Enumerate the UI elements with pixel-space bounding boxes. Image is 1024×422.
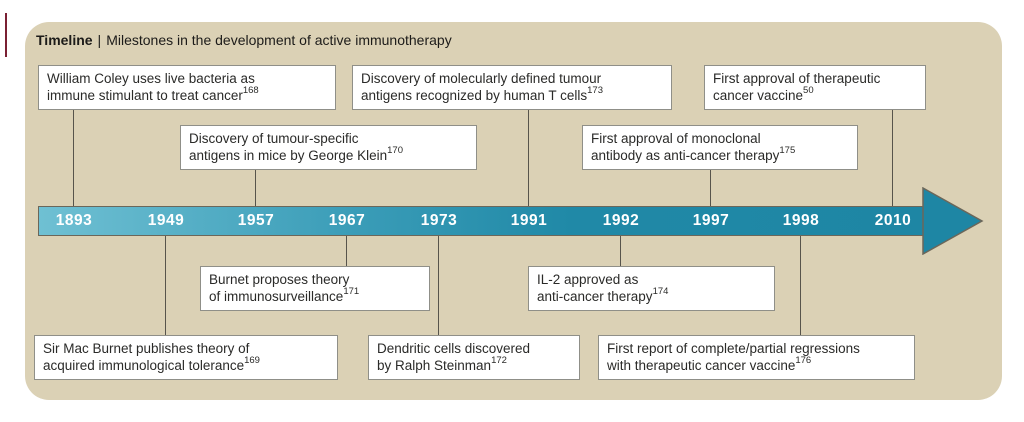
event-box-1998: First report of complete/partial regress…: [598, 335, 915, 380]
event-box-1992: IL-2 approved as anti-cancer therapy174: [528, 266, 775, 311]
connector-1893: [73, 110, 74, 206]
year-label-1998: 1998: [782, 212, 820, 229]
event-line: cancer vaccine: [713, 87, 804, 103]
event-box-1949: Sir Mac Burnet publishes theory of acqui…: [34, 335, 338, 380]
connector-1998: [800, 236, 801, 335]
reference-number: 169: [244, 355, 260, 366]
event-line: immune stimulant to treat cancer: [47, 87, 243, 103]
event-line: antigens in mice by George Klein: [189, 147, 388, 163]
connector-1967: [346, 236, 347, 266]
event-box-1997: First approval of monoclonal antibody as…: [582, 125, 858, 170]
event-line: William Coley uses live bacteria as: [47, 71, 255, 86]
event-line: anti-cancer therapy: [537, 288, 653, 304]
connector-1992: [620, 236, 621, 266]
event-line: by Ralph Steinman: [377, 357, 492, 373]
connector-2010: [892, 110, 893, 206]
event-line: acquired immunological tolerance: [43, 357, 245, 373]
reference-number: 174: [652, 286, 669, 297]
event-box-1973: Dendritic cells discovered by Ralph Stei…: [368, 335, 580, 380]
reference-number: 172: [491, 355, 507, 366]
year-label-1957: 1957: [237, 212, 275, 229]
event-line: with therapeutic cancer vaccine: [607, 357, 796, 373]
year-label-1992: 1992: [602, 212, 640, 229]
event-line: antigens recognized by human T cells: [361, 87, 588, 103]
connector-1991: [528, 110, 529, 206]
year-label-1991: 1991: [510, 212, 548, 229]
title-label: Timeline: [36, 32, 93, 48]
title-separator: |: [97, 32, 102, 48]
year-label-1967: 1967: [328, 212, 366, 229]
reference-number: 171: [343, 286, 360, 297]
event-line: Sir Mac Burnet publishes theory of: [43, 341, 250, 356]
connector-1957: [255, 170, 256, 206]
event-line: Burnet proposes theory: [209, 272, 350, 287]
event-line: Discovery of molecularly defined tumour: [361, 71, 602, 86]
event-line: antibody as anti-cancer therapy: [591, 147, 780, 163]
year-label-1997: 1997: [692, 212, 730, 229]
year-label-1973: 1973: [420, 212, 458, 229]
event-line: Dendritic cells discovered: [377, 341, 531, 356]
event-line: Discovery of tumour-specific: [189, 131, 359, 146]
reference-number: 175: [779, 145, 796, 156]
title-text: Milestones in the development of active …: [106, 32, 452, 48]
year-label-1949: 1949: [147, 212, 185, 229]
reference-number: 173: [587, 85, 603, 96]
reference-number: 50: [803, 85, 814, 96]
event-box-1967: Burnet proposes theory of immunosurveill…: [200, 266, 430, 311]
event-line: First report of complete/partial regress…: [607, 341, 860, 356]
reference-number: 176: [795, 355, 812, 366]
event-box-1991: Discovery of molecularly defined tumour …: [352, 65, 672, 110]
figure-title: Timeline|Milestones in the development o…: [36, 32, 452, 48]
event-line: First approval of therapeutic: [713, 71, 881, 86]
arrow-head-icon: [922, 187, 984, 255]
connector-1949: [165, 236, 166, 335]
event-line: First approval of monoclonal: [591, 131, 761, 146]
event-box-1893: William Coley uses live bacteria as immu…: [38, 65, 336, 110]
year-label-1893: 1893: [55, 212, 93, 229]
timeline-bar: 1893 1949 1957 1967 1973 1991 1992 1997 …: [38, 206, 926, 236]
year-label-2010: 2010: [874, 212, 912, 229]
event-box-1957: Discovery of tumour-specific antigens in…: [180, 125, 477, 170]
connector-1973: [438, 236, 439, 335]
reference-number: 170: [387, 145, 403, 156]
page-edge-red-rule: [5, 13, 7, 57]
event-box-2010: First approval of therapeutic cancer vac…: [704, 65, 926, 110]
connector-1997: [710, 170, 711, 206]
event-line: of immunosurveillance: [209, 288, 344, 304]
event-line: IL-2 approved as: [537, 272, 639, 287]
reference-number: 168: [242, 85, 259, 96]
